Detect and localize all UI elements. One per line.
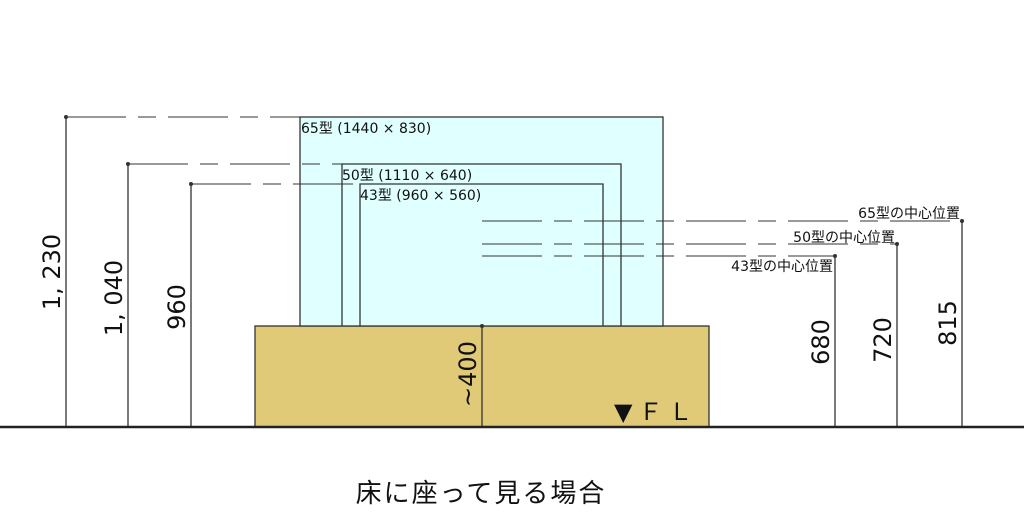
center-label-43: 43型の中心位置 bbox=[731, 259, 833, 275]
tv-43-label: 43型 (960 × 560) bbox=[360, 188, 481, 204]
cabinet-height-label: ~400 bbox=[454, 341, 482, 407]
tv-50-label: 50型 (1110 × 640) bbox=[342, 168, 472, 184]
tv-50-outline bbox=[341, 163, 622, 326]
floor-level-label: ▼ＦＬ bbox=[614, 398, 698, 426]
center-height-43: 680 bbox=[807, 319, 835, 365]
center-height-50: 720 bbox=[869, 317, 897, 363]
height-label-43: 960 bbox=[163, 284, 191, 330]
tv-43-outline bbox=[359, 183, 604, 326]
center-label-50: 50型の中心位置 bbox=[793, 230, 895, 246]
tv-65-label: 65型 (1440 × 830) bbox=[301, 121, 431, 137]
center-label-65: 65型の中心位置 bbox=[858, 206, 960, 222]
center-height-65: 815 bbox=[934, 300, 962, 346]
height-label-65: 1, 230 bbox=[38, 234, 66, 310]
caption: 床に座って見る場合 bbox=[356, 479, 607, 509]
height-label-50: 1, 040 bbox=[100, 260, 128, 336]
